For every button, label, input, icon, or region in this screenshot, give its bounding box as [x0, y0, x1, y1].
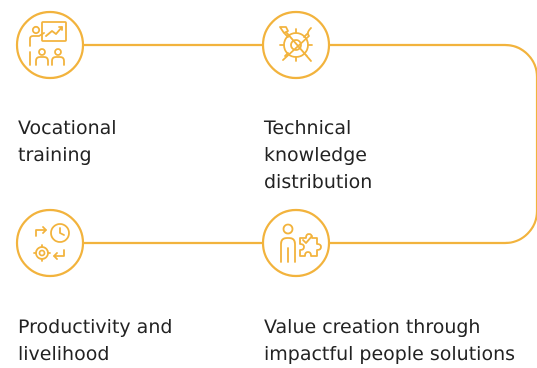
step-3-label-line-2: livelihood — [18, 343, 110, 365]
step-2-label-line-3: distribution — [264, 171, 373, 193]
classroom-training-icon — [29, 21, 67, 66]
step-2-label: Technical knowledge distribution — [264, 115, 372, 196]
step-4-label-line-1: Value creation through — [264, 316, 481, 338]
step-3-label: Productivity and livelihood — [18, 314, 172, 368]
step-1-label: Vocational training — [18, 115, 117, 169]
productivity-cycle-icon — [33, 223, 70, 262]
person-puzzle-icon — [280, 223, 322, 263]
step-2-circle — [261, 10, 331, 80]
step-2-label-line-2: knowledge — [264, 144, 367, 166]
step-4-circle — [261, 208, 331, 278]
step-1-node — [15, 10, 85, 80]
step-4-label-line-2: impactful people solutions — [264, 343, 516, 365]
step-3-node — [15, 208, 85, 278]
connector-curve-2-3 — [328, 43, 537, 245]
step-1-label-line-1: Vocational — [18, 117, 117, 139]
step-3-label-line-1: Productivity and — [18, 316, 173, 338]
step-4-node — [261, 208, 331, 278]
step-3-circle — [15, 208, 85, 278]
step-2-node — [261, 10, 331, 80]
step-2-label-line-1: Technical — [264, 117, 352, 139]
step-1-label-line-2: training — [18, 144, 92, 166]
step-4-label: Value creation through impactful people … — [264, 314, 515, 368]
gear-tools-icon — [279, 26, 313, 62]
